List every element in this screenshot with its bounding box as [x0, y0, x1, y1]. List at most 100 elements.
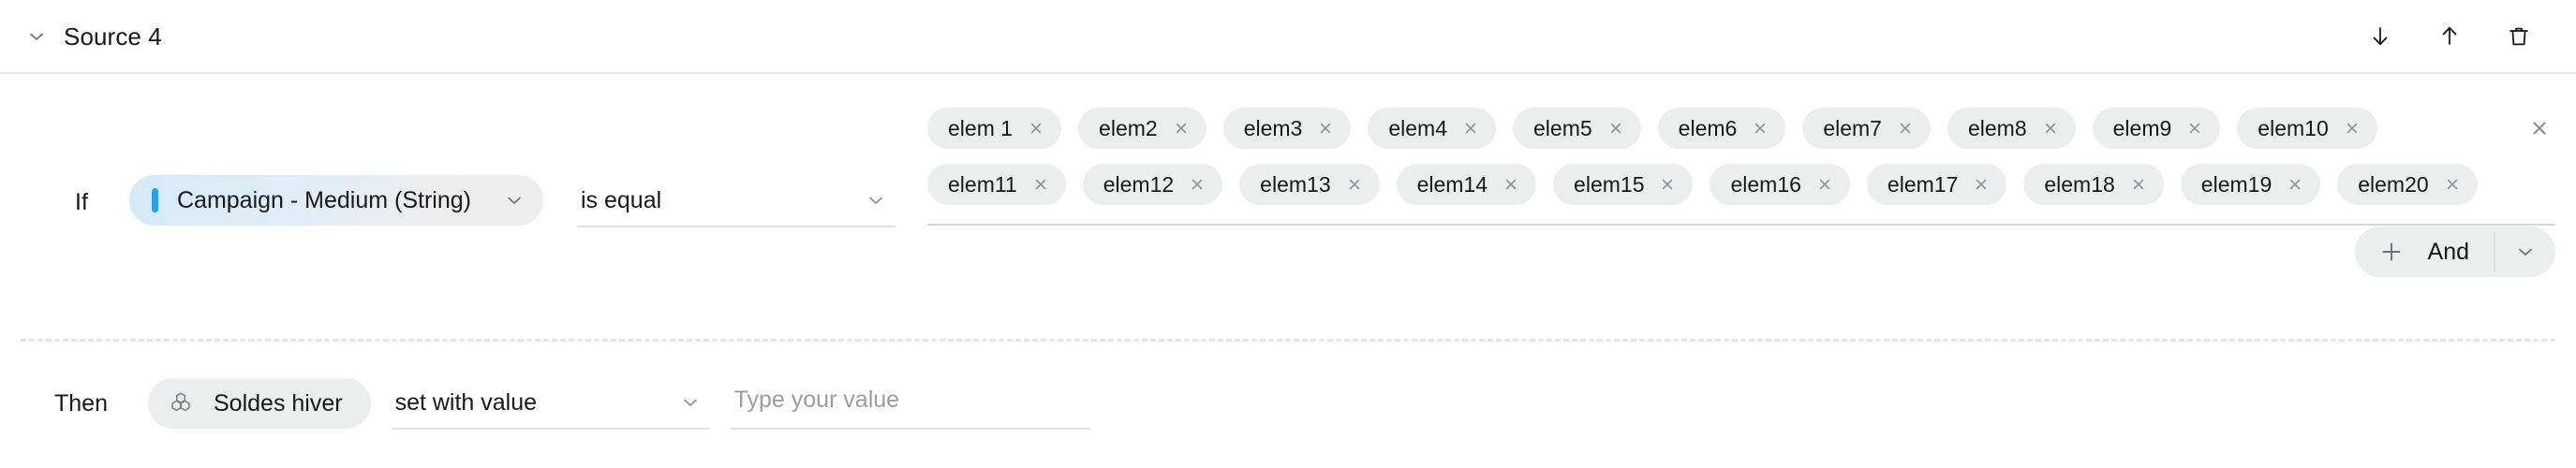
close-icon — [1755, 123, 1766, 134]
value-tag-label: elem12 — [1103, 171, 1175, 197]
clear-all-values-button[interactable] — [2524, 108, 2555, 149]
collapse-toggle[interactable] — [21, 21, 52, 52]
card-body: If Campaign - Medium (String) is equal — [0, 74, 2576, 468]
remove-value-tag-button[interactable] — [1187, 174, 1207, 195]
close-icon — [1819, 179, 1830, 190]
remove-value-tag-button[interactable] — [2285, 174, 2305, 195]
remove-value-tag-button[interactable] — [2040, 118, 2061, 139]
value-tag-label: elem11 — [948, 171, 1017, 197]
value-tag: elem3 — [1222, 108, 1352, 149]
add-condition-dropdown[interactable] — [2495, 227, 2555, 277]
action-operation-select[interactable]: set with value — [391, 377, 710, 430]
value-tag-label: elem18 — [2044, 171, 2115, 197]
condition-field-select[interactable]: Campaign - Medium (String) — [129, 175, 543, 226]
remove-value-tag-button[interactable] — [1026, 118, 1046, 139]
add-condition-button[interactable]: And — [2354, 227, 2555, 277]
chevron-down-icon — [483, 190, 525, 211]
operator-select[interactable]: is equal — [577, 175, 896, 227]
close-icon — [1321, 123, 1331, 134]
value-tag-label: elem4 — [1388, 115, 1448, 140]
action-operation-value: set with value — [394, 388, 538, 416]
value-tag: elem7 — [1802, 108, 1931, 149]
arrow-down-icon — [2373, 26, 2388, 45]
if-label: If — [75, 189, 88, 215]
close-icon — [1030, 123, 1042, 134]
remove-value-tag-button[interactable] — [1895, 118, 1916, 139]
action-row: Then Soldes hiver set with value — [0, 339, 2576, 468]
move-down-button[interactable] — [2364, 21, 2396, 52]
value-tag-label: elem19 — [2200, 171, 2273, 197]
arrow-up-icon — [2442, 26, 2457, 45]
remove-value-tag-button[interactable] — [1030, 174, 1051, 195]
close-icon — [1035, 179, 1045, 190]
value-tag-label: elem17 — [1887, 171, 1959, 197]
close-icon — [2447, 179, 2457, 190]
value-tag: elem14 — [1396, 164, 1537, 205]
value-tag-label: elem14 — [1416, 171, 1488, 197]
field-accent-bar — [152, 188, 158, 212]
close-icon — [1349, 179, 1359, 190]
remove-value-tag-button[interactable] — [1171, 118, 1192, 139]
close-icon — [1663, 179, 1673, 190]
close-icon — [1610, 123, 1621, 134]
value-tag-label: elem6 — [1678, 115, 1738, 140]
close-icon — [1900, 123, 1911, 134]
remove-value-tag-button[interactable] — [1657, 174, 1678, 195]
delete-button[interactable] — [2503, 21, 2535, 52]
remove-value-tag-button[interactable] — [1315, 118, 1336, 139]
value-tag: elem19 — [2180, 164, 2321, 205]
value-tag: elem9 — [2092, 108, 2221, 149]
value-tag: elem16 — [1710, 164, 1850, 205]
close-icon — [1176, 123, 1186, 134]
action-value-input[interactable] — [730, 386, 1090, 419]
action-value-field-wrap[interactable] — [730, 377, 1090, 430]
chevron-down-icon — [866, 190, 886, 211]
value-tag-label: elem15 — [1574, 171, 1645, 197]
remove-value-tag-button[interactable] — [2442, 174, 2463, 195]
remove-value-tag-button[interactable] — [1750, 118, 1770, 139]
value-tag-label: elem13 — [1260, 171, 1331, 197]
value-tag-label: elem9 — [2112, 115, 2172, 140]
remove-value-tag-button[interactable] — [1606, 118, 1626, 139]
close-icon — [2347, 123, 2357, 134]
value-tag-label: elem5 — [1533, 115, 1592, 140]
remove-value-tag-button[interactable] — [2342, 118, 2362, 139]
add-condition-main[interactable]: And — [2355, 227, 2494, 277]
action-target-select[interactable]: Soldes hiver — [148, 378, 371, 429]
value-tag-label: elem2 — [1099, 115, 1158, 140]
then-label: Then — [54, 389, 108, 417]
value-tag-label: elem16 — [1730, 171, 1801, 197]
value-tag-label: elem20 — [2358, 171, 2429, 197]
condition-row: If Campaign - Medium (String) is equal — [0, 74, 2576, 339]
chevron-down-icon — [2519, 248, 2532, 256]
value-tag: elem5 — [1513, 108, 1641, 149]
header-actions — [2364, 21, 2535, 52]
remove-value-tag-button[interactable] — [2184, 118, 2205, 139]
remove-value-tag-button[interactable] — [1344, 174, 1365, 195]
remove-value-tag-button[interactable] — [1971, 174, 1991, 195]
value-tag: elem11 — [927, 164, 1066, 205]
close-icon — [1505, 179, 1517, 190]
card-header: Source 4 — [0, 0, 2576, 74]
condition-field-label: Campaign - Medium (String) — [177, 186, 471, 213]
value-tag: elem10 — [2237, 108, 2377, 149]
value-tag: elem2 — [1078, 108, 1207, 149]
value-tag-label: elem3 — [1243, 115, 1303, 140]
value-tag: elem8 — [1947, 108, 2076, 149]
remove-value-tag-button[interactable] — [1460, 118, 1481, 139]
value-tag: elem18 — [2023, 164, 2164, 205]
value-tag: elem6 — [1657, 108, 1786, 149]
chevron-down-icon — [30, 33, 43, 40]
trash-icon — [2509, 27, 2528, 45]
remove-value-tag-button[interactable] — [1814, 174, 1835, 195]
operator-value: is equal — [581, 186, 662, 213]
value-tag-label: elem7 — [1823, 115, 1882, 140]
add-condition-divider — [2494, 232, 2495, 271]
move-up-button[interactable] — [2434, 21, 2465, 52]
remove-value-tag-button[interactable] — [1501, 174, 1521, 195]
close-icon — [1192, 179, 1203, 190]
remove-value-tag-button[interactable] — [2128, 174, 2149, 195]
